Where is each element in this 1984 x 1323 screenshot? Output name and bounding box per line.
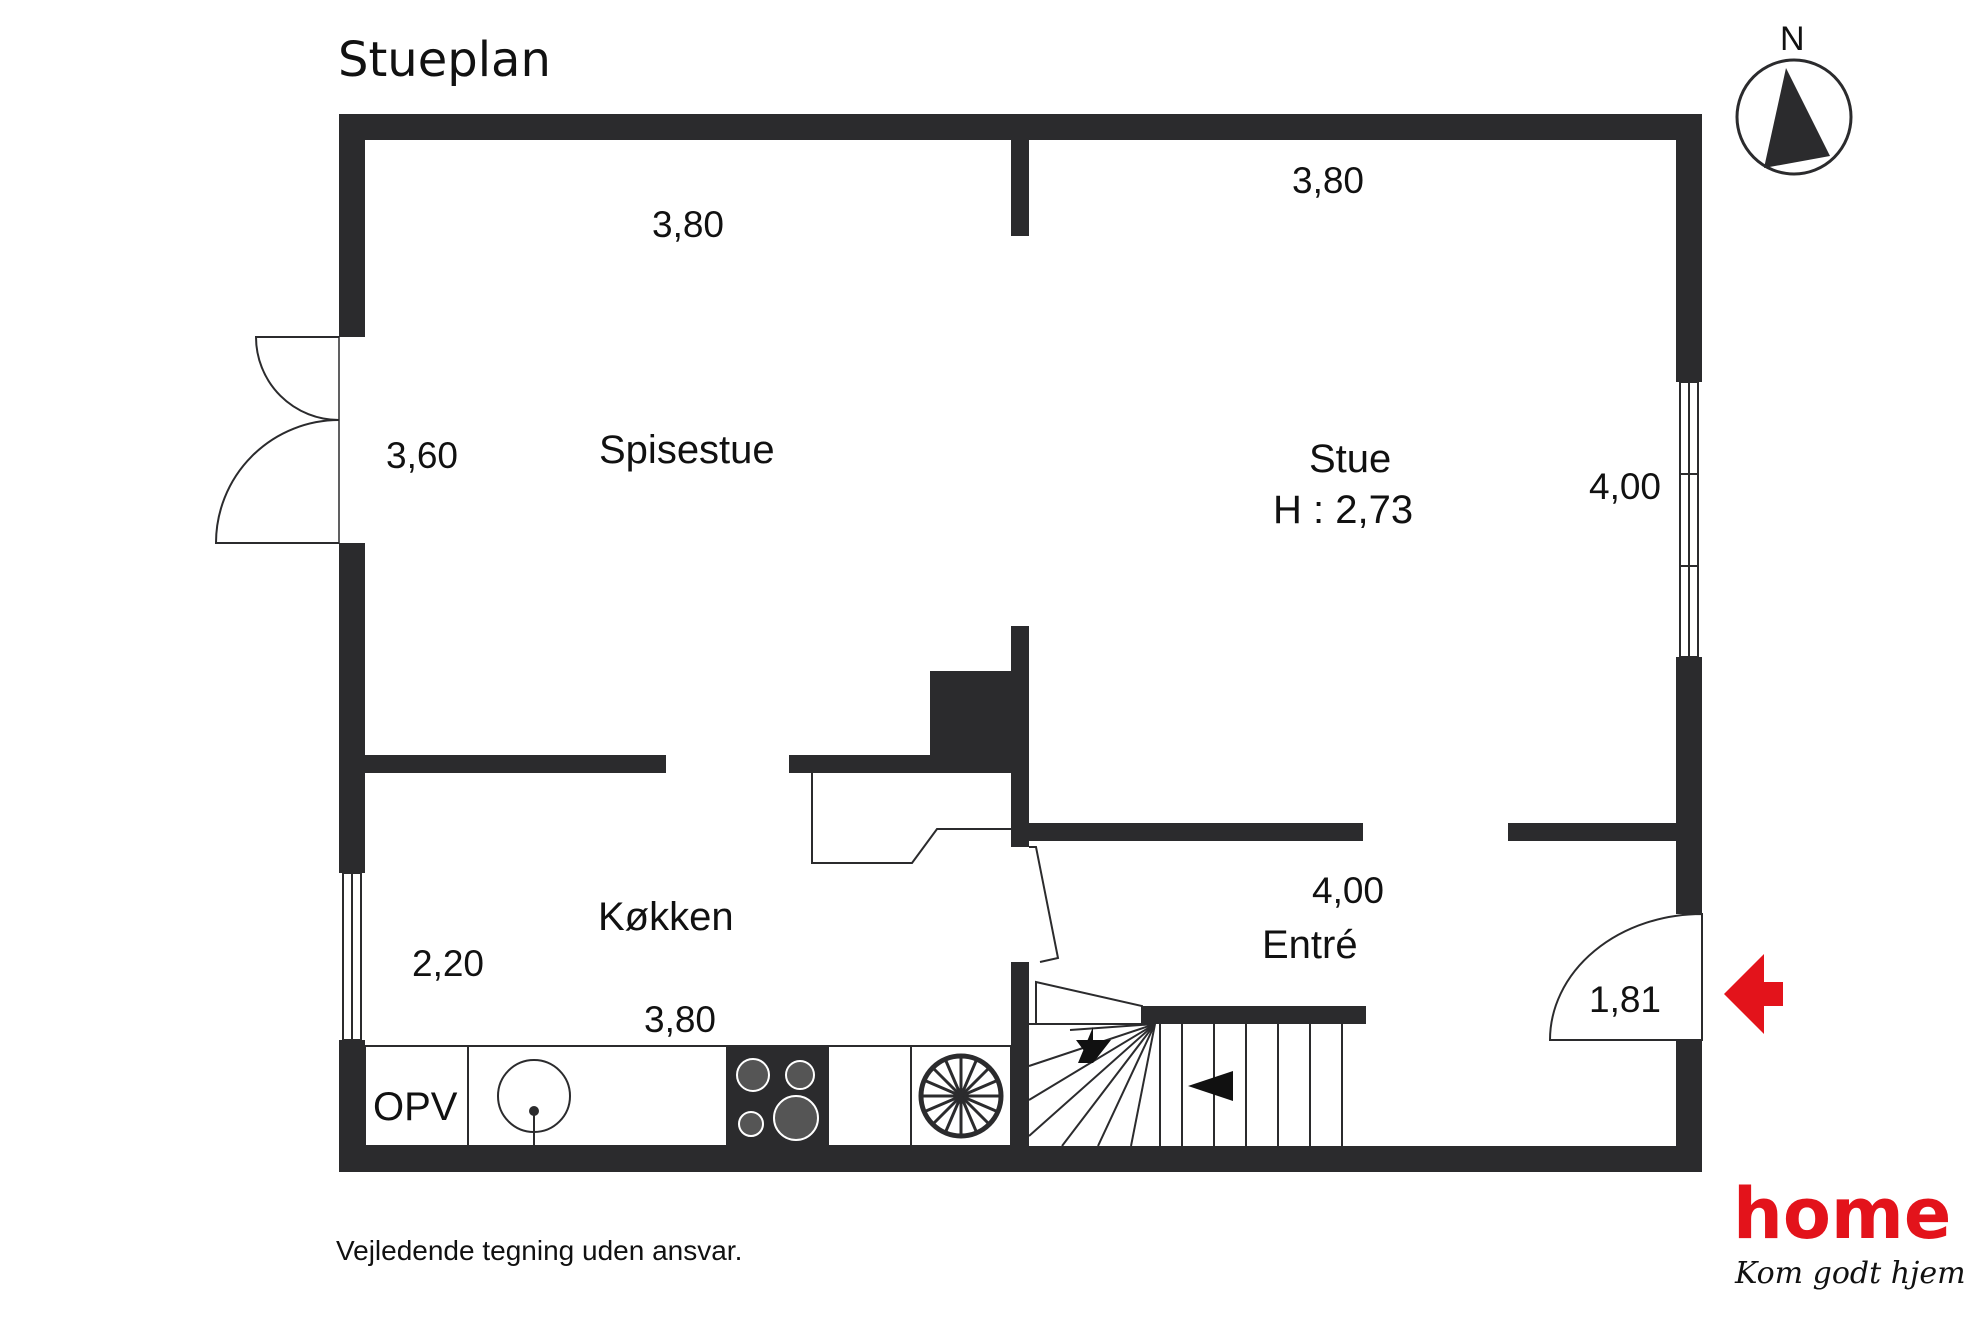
door-left-lower — [214, 419, 340, 544]
room-stue-height: H : 2,73 — [1273, 488, 1413, 532]
dim-entre-width: 4,00 — [1312, 870, 1384, 911]
disclaimer: Vejledende tegning uden ansvar. — [336, 1235, 742, 1266]
doors — [214, 336, 1703, 1041]
dim-kokken-width: 3,80 — [644, 999, 716, 1040]
counter-chimney — [811, 773, 1011, 864]
dim-stue-width: 3,80 — [1292, 160, 1364, 201]
stair-arrow-left-icon — [1188, 1071, 1233, 1101]
plan-title: Stueplan — [338, 32, 551, 88]
wall-entre-left — [1029, 823, 1363, 841]
wall-middle-top-stub — [1011, 140, 1029, 236]
fan-icon — [918, 1053, 1004, 1139]
door-front — [1548, 912, 1703, 1041]
home-logo: home Kom godt hjem — [1733, 1173, 1966, 1291]
room-opv: OPV — [373, 1085, 458, 1129]
windows — [342, 381, 1699, 1041]
walls — [339, 114, 1702, 1172]
dim-entre-small: 1,81 — [1589, 979, 1661, 1020]
wall-right-middle — [1676, 657, 1702, 914]
dim-kokken-depth: 2,20 — [412, 943, 484, 984]
dim-spisestue-width: 3,80 — [652, 204, 724, 245]
wall-top — [339, 114, 1702, 140]
chimney — [930, 671, 1029, 771]
room-entre: Entré — [1262, 923, 1358, 967]
compass: N — [1735, 20, 1853, 176]
wall-left-middle — [339, 543, 365, 873]
brand-tagline: Kom godt hjem — [1734, 1256, 1966, 1291]
stove-icon — [727, 1046, 828, 1146]
wall-kitchen-left — [365, 755, 666, 773]
dim-stue-depth: 4,00 — [1589, 466, 1661, 507]
brand-name: home — [1733, 1173, 1951, 1255]
wall-left-upper — [339, 114, 365, 337]
wall-kitchen-right — [789, 755, 1029, 773]
compass-needle-icon — [1764, 68, 1830, 168]
wall-entre-right — [1508, 823, 1676, 841]
door-left-upper — [254, 336, 340, 421]
dim-spisestue-depth: 3,60 — [386, 435, 458, 476]
room-kokken: Køkken — [598, 895, 734, 939]
entrance-arrow-icon — [1724, 954, 1783, 1034]
wall-stair — [1142, 1006, 1366, 1024]
room-stue: Stue — [1309, 437, 1391, 481]
door-kitchen — [1029, 846, 1060, 963]
compass-label: N — [1780, 20, 1805, 58]
room-spisestue: Spisestue — [599, 428, 775, 472]
stair-landing — [1035, 980, 1143, 1024]
wall-bottom — [339, 1146, 1702, 1172]
wall-right-upper — [1676, 114, 1702, 382]
wall-middle-lower — [1011, 962, 1029, 1146]
kitchen-counter — [364, 1045, 1012, 1150]
wall-left-lower — [339, 1040, 365, 1172]
stair-arrow-up-base — [1076, 1040, 1111, 1063]
wall-right-lower — [1676, 1040, 1702, 1172]
compass-ring — [1735, 58, 1853, 176]
counter-outline — [364, 1045, 1012, 1147]
